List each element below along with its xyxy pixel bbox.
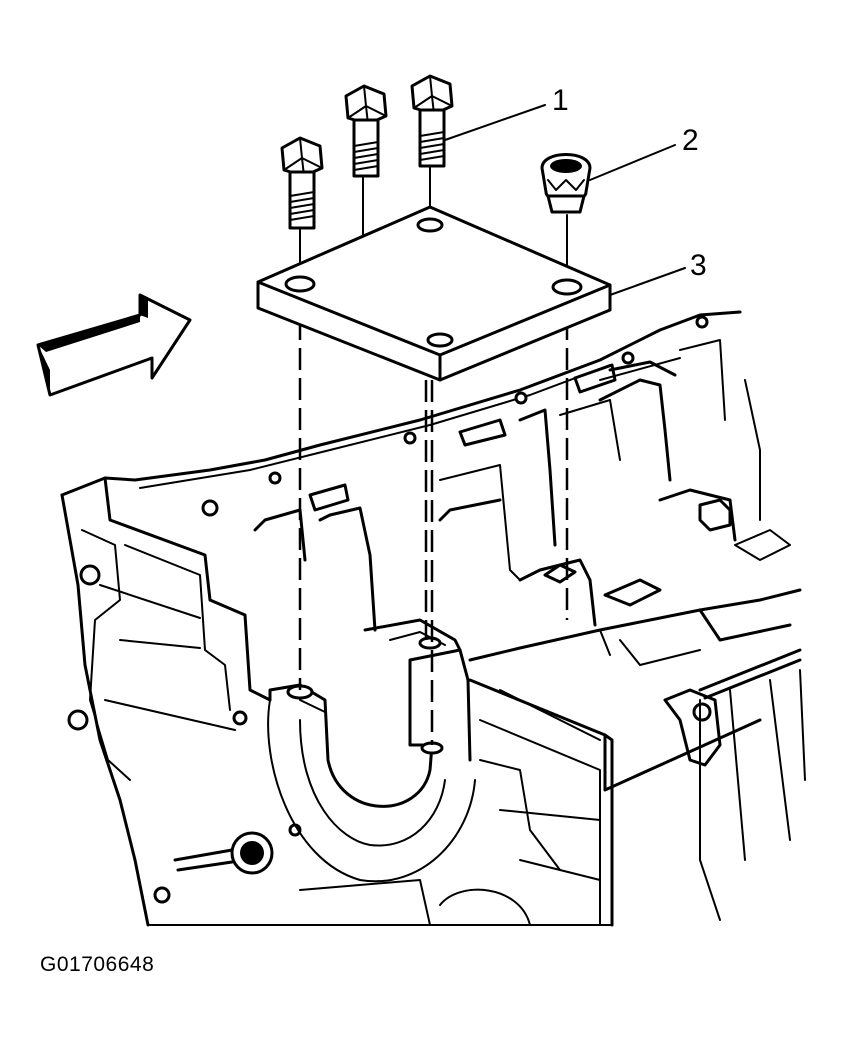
alignment-lines xyxy=(298,318,569,745)
direction-arrow xyxy=(36,293,192,397)
callout-1: 1 xyxy=(444,84,569,141)
engine-block xyxy=(60,310,806,927)
support-plate xyxy=(256,205,612,382)
callout-label-3: 3 xyxy=(690,249,707,282)
callout-3: 3 xyxy=(609,249,707,296)
callout-label-1: 1 xyxy=(552,84,569,117)
dowel-pin xyxy=(540,153,592,214)
bolt-left xyxy=(280,136,324,230)
figure-id: G01706648 xyxy=(40,953,155,976)
callout-label-2: 2 xyxy=(682,124,699,157)
bolt-right xyxy=(410,74,454,168)
callout-2: 2 xyxy=(589,124,699,181)
bolt-middle xyxy=(344,84,388,178)
